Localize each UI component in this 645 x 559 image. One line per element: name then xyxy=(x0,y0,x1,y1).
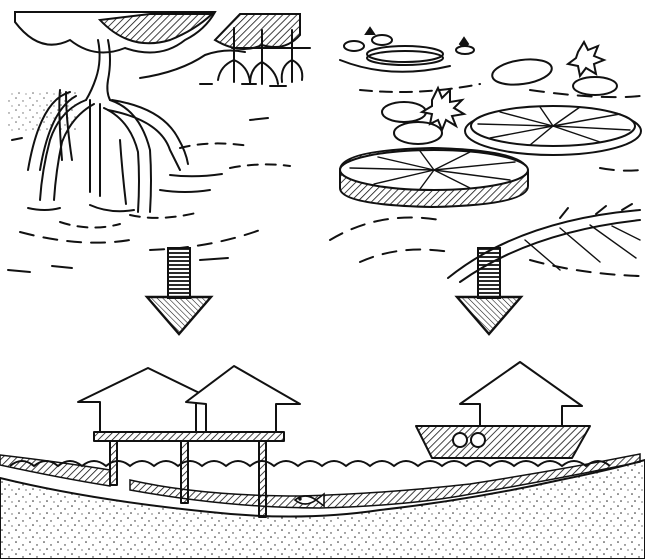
lily-flower-1 xyxy=(568,42,604,76)
mangrove-panel xyxy=(8,12,310,272)
lily-pads-panel xyxy=(330,28,641,282)
houseboat-icon xyxy=(460,362,582,426)
stilt-platform xyxy=(94,432,284,441)
arrow-down-icon xyxy=(478,248,500,298)
mangrove-mud xyxy=(8,92,78,132)
stilt-houses xyxy=(78,366,300,517)
stilt-house-icon xyxy=(186,366,300,432)
houseboat xyxy=(416,362,590,458)
seabed xyxy=(0,454,645,559)
arrow-right xyxy=(457,248,521,334)
boat-hull xyxy=(416,426,590,458)
water-surface xyxy=(10,461,610,466)
arrow-down-icon xyxy=(168,248,190,298)
